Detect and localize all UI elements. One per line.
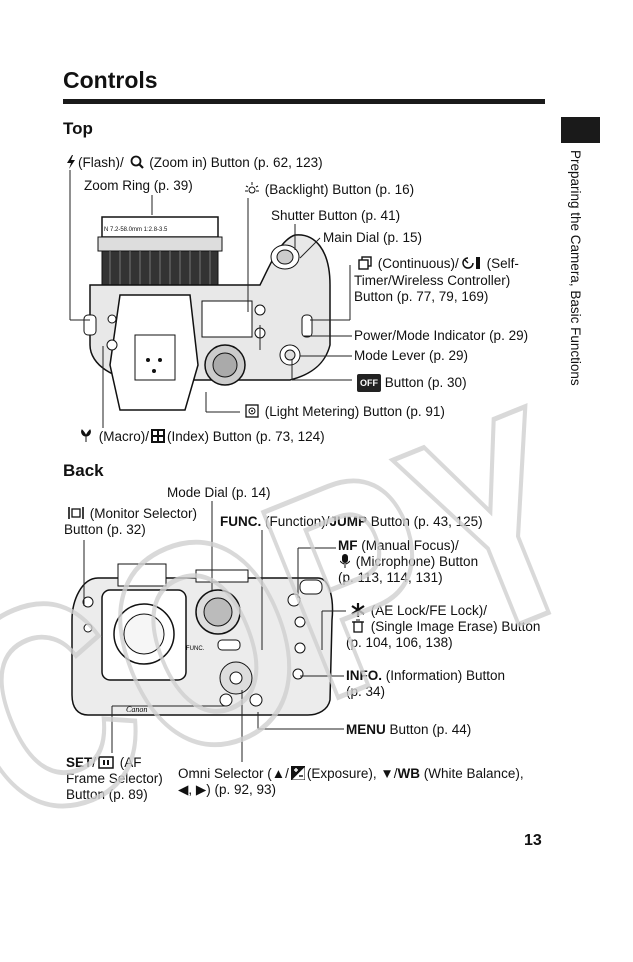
set-label-line2: Frame Selector) bbox=[66, 771, 163, 786]
mode-lever-label: Mode Lever (p. 29) bbox=[354, 348, 469, 363]
svg-text:Canon: Canon bbox=[126, 705, 147, 714]
monitor-selector-label-line1: (Monitor Selector) bbox=[66, 506, 197, 522]
camera-back-illustration: FUNC. Canon bbox=[71, 563, 334, 716]
monitor-selector-icon bbox=[68, 507, 84, 519]
func-jump-label: FUNC. (Function)/JUMP Button (p. 43, 125… bbox=[220, 514, 483, 529]
light-metering-icon bbox=[245, 404, 259, 418]
continuous-label-line3: Button (p. 77, 79, 169) bbox=[354, 289, 489, 304]
omni-selector-label-line2: ◀, ▶) (p. 92, 93) bbox=[178, 782, 277, 797]
erase-icon bbox=[352, 619, 364, 633]
title-rule bbox=[63, 99, 545, 104]
mode-dial-label: Mode Dial (p. 14) bbox=[167, 485, 271, 500]
svg-text:FUNC.: FUNC. bbox=[186, 646, 205, 652]
self-timer-icon bbox=[462, 257, 480, 269]
main-dial-label: Main Dial (p. 15) bbox=[323, 230, 423, 245]
menu-label: MENU Button (p. 44) bbox=[346, 722, 472, 737]
macro-index-label: (Macro)/(Index) Button (p. 73, 124) bbox=[77, 429, 325, 445]
mf-label-line1: MF (Manual Focus)/ bbox=[338, 538, 459, 553]
ae-lock-label-line1: (AE Lock/FE Lock)/ bbox=[349, 603, 487, 619]
off-badge: OFF bbox=[357, 374, 381, 392]
ae-lock-icon bbox=[351, 603, 365, 617]
microphone-icon bbox=[340, 554, 350, 568]
zoom-ring-label: Zoom Ring (p. 39) bbox=[84, 178, 193, 193]
omni-selector-label-line1: Omni Selector (▲/(Exposure), ▼/WB (White… bbox=[178, 766, 524, 781]
set-label-line1: SET/ (AF bbox=[66, 755, 142, 770]
mf-label-line3: (p. 113, 114, 131) bbox=[338, 570, 443, 585]
light-metering-label: (Light Metering) Button (p. 91) bbox=[243, 404, 445, 420]
backlight-label: (Backlight) Button (p. 16) bbox=[243, 182, 414, 198]
chapter-side-label: Preparing the Camera, Basic Functions bbox=[568, 150, 583, 386]
index-icon bbox=[151, 429, 166, 443]
shutter-button-label: Shutter Button (p. 41) bbox=[271, 208, 401, 223]
info-label-line2: (p. 34) bbox=[346, 684, 386, 699]
macro-icon bbox=[81, 429, 91, 442]
page-number: 13 bbox=[524, 832, 542, 849]
monitor-selector-label-line2: Button (p. 32) bbox=[64, 522, 146, 537]
flash-zoom-label: (Flash)/ (Zoom in) Button (p. 62, 123) bbox=[64, 155, 323, 171]
camera-top-illustration: N 7.2-58.0mm 1:2.8-3.5 bbox=[83, 216, 331, 411]
power-mode-indicator-label: Power/Mode Indicator (p. 29) bbox=[354, 328, 529, 343]
off-button-label: OFF Button (p. 30) bbox=[357, 374, 467, 392]
page-title: Controls bbox=[63, 67, 158, 93]
ae-lock-label-line3: (p. 104, 106, 138) bbox=[346, 635, 453, 650]
svg-text:N 7.2-58.0mm 1:2.8-3.5: N 7.2-58.0mm 1:2.8-3.5 bbox=[104, 227, 168, 233]
back-heading: Back bbox=[63, 461, 104, 480]
exposure-icon bbox=[290, 766, 305, 780]
continuous-icon bbox=[358, 256, 372, 270]
info-label-line1: INFO. (Information) Button bbox=[346, 668, 506, 683]
flash-icon bbox=[67, 155, 75, 169]
backlight-icon bbox=[245, 182, 259, 194]
chapter-tab-marker bbox=[561, 117, 600, 143]
zoom-in-icon bbox=[130, 155, 144, 169]
af-frame-icon bbox=[98, 756, 114, 769]
continuous-label-line1: (Continuous)/ (Self- bbox=[356, 256, 519, 272]
continuous-label-line2: Timer/Wireless Controller) bbox=[354, 273, 511, 288]
top-heading: Top bbox=[63, 119, 93, 138]
ae-lock-label-line2: (Single Image Erase) Button bbox=[349, 619, 540, 635]
set-label-line3: Button (p. 89) bbox=[66, 787, 148, 802]
mf-label-line2: (Microphone) Button bbox=[338, 554, 478, 570]
